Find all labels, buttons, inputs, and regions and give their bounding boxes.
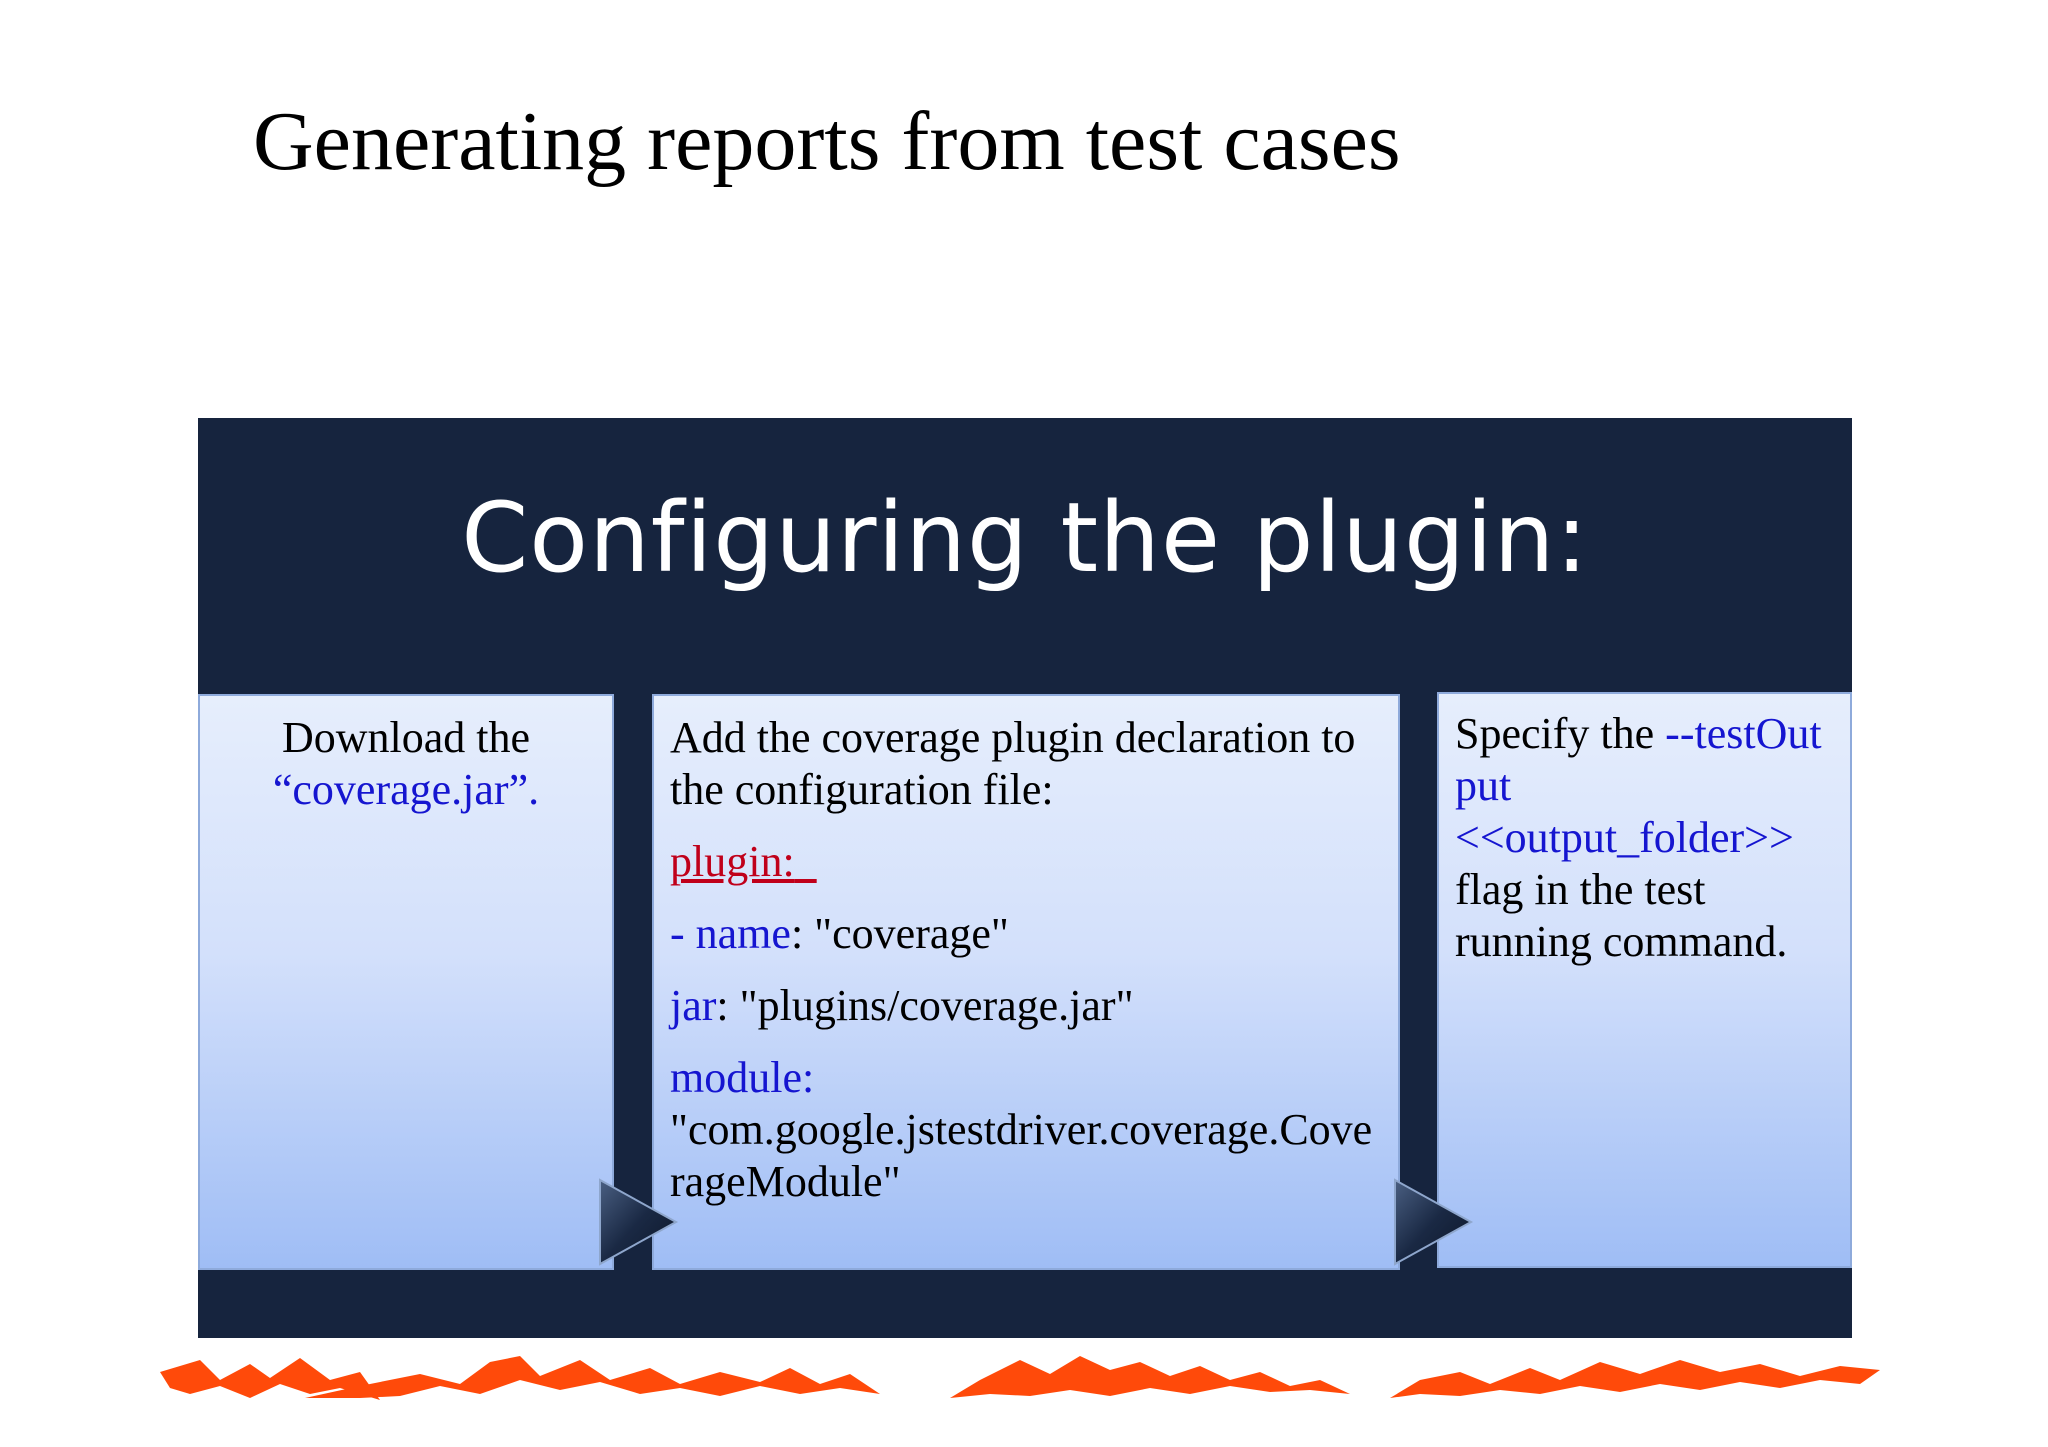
- next-arrow-icon: [596, 1176, 680, 1268]
- step-add-plugin-intro: Add the coverage plugin declaration to t…: [670, 712, 1382, 816]
- jar-key: jar: [670, 981, 716, 1030]
- module-key: module:: [670, 1053, 814, 1102]
- specify-suffix: flag in the test running command.: [1455, 865, 1787, 966]
- output-folder-placeholder: <<output_folder>>: [1455, 812, 1834, 864]
- jar-value: : "plugins/coverage.jar": [716, 981, 1133, 1030]
- plugin-key-link[interactable]: plugin:: [670, 837, 795, 886]
- slide-title: Generating reports from test cases: [253, 100, 1401, 184]
- mountain-range-icon: [160, 1350, 1890, 1440]
- next-arrow-icon: [1391, 1176, 1475, 1268]
- name-value: : "coverage": [791, 909, 1009, 958]
- step-specify-flag-box: Specify the --testOutput <<output_folder…: [1437, 692, 1852, 1268]
- step-download-box: Download the “coverage.jar”.: [198, 694, 614, 1270]
- step-download-text: Download the: [214, 712, 598, 764]
- step-add-plugin-box: Add the coverage plugin declaration to t…: [652, 694, 1400, 1270]
- name-prefix: -: [670, 909, 696, 958]
- coverage-jar-text: “coverage.jar”.: [214, 764, 598, 816]
- specify-prefix: Specify the: [1455, 709, 1665, 758]
- module-value: "com.google.jstestdriver.coverage.Covera…: [670, 1104, 1382, 1208]
- name-key: name: [696, 909, 791, 958]
- panel-heading: Configuring the plugin:: [198, 490, 1852, 586]
